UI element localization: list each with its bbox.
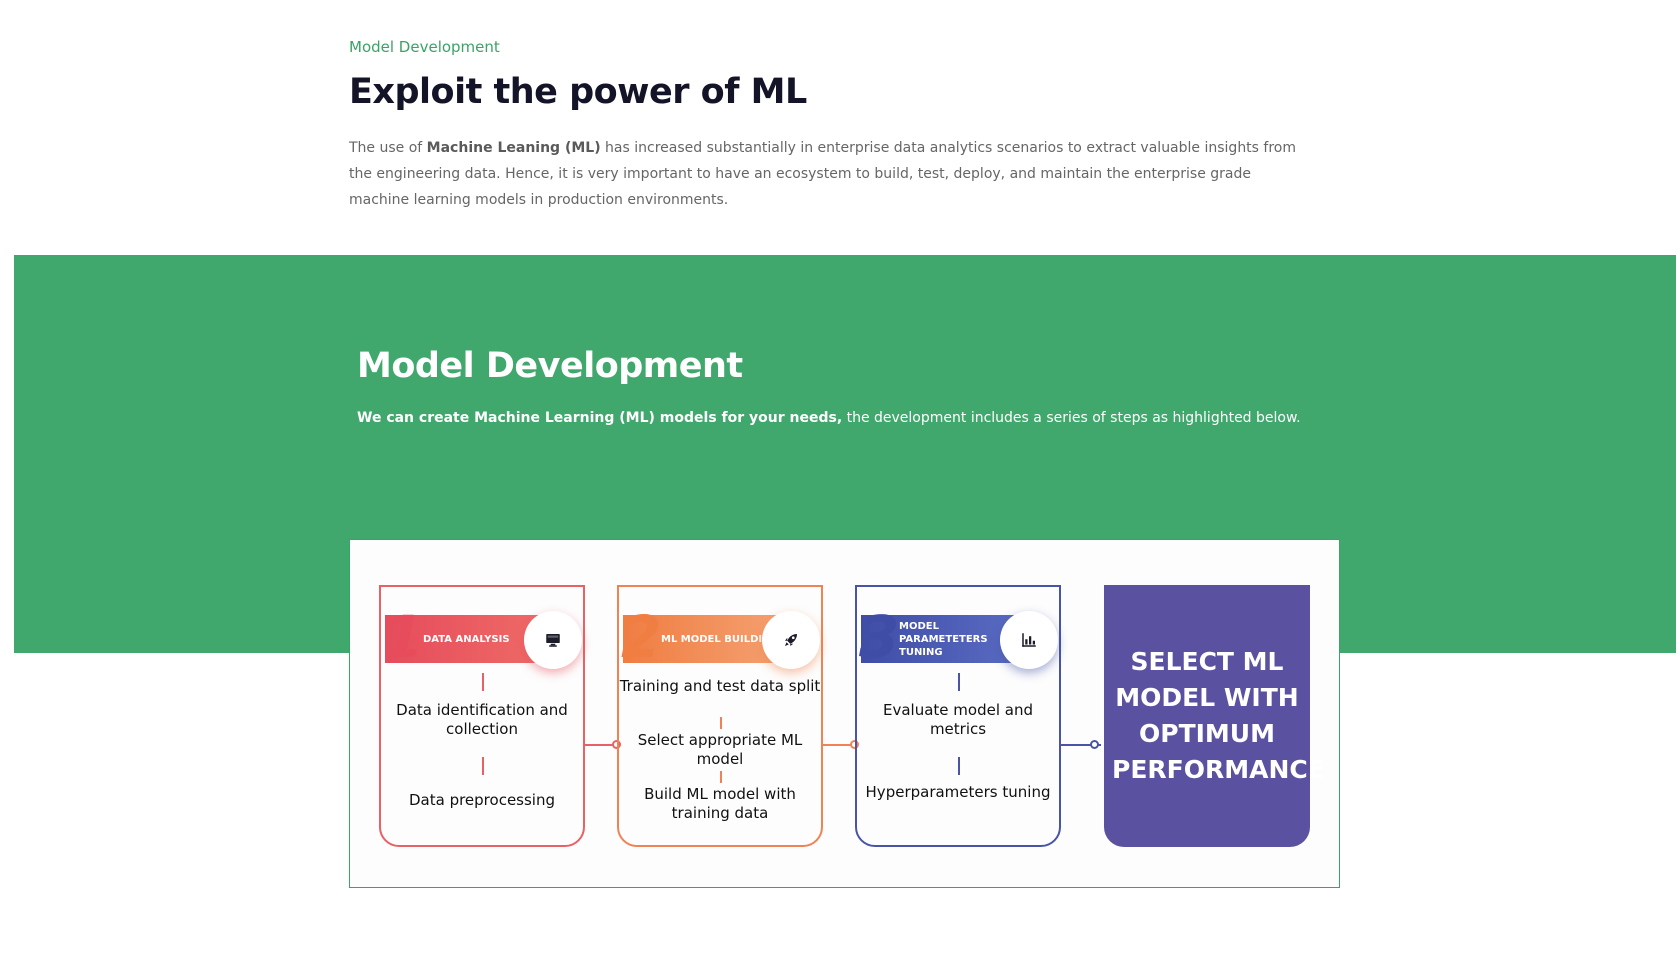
intro-prefix: The use of xyxy=(349,140,427,156)
step-connector xyxy=(585,744,617,746)
rocket-icon xyxy=(762,611,820,669)
step-ribbon: 1 DATA ANALYSIS xyxy=(383,607,543,667)
band-description-bold: We can create Machine Learning (ML) mode… xyxy=(357,410,843,426)
band-description-rest: the development includes a series of ste… xyxy=(842,410,1301,426)
step-ribbon: 3 MODEL PARAMETETERS TUNING xyxy=(859,607,1019,667)
step-item: Data identification and collection xyxy=(396,701,568,738)
step-item: Select appropriate ML model xyxy=(637,731,803,768)
connector-line xyxy=(482,673,484,691)
step-label: ML MODEL BUILDING xyxy=(661,633,779,645)
intro-rest: has increased substantially in enterpris… xyxy=(349,140,1296,208)
step-connector xyxy=(823,744,855,746)
step-label: MODEL PARAMETETERS TUNING xyxy=(899,620,988,658)
bar-chart-icon xyxy=(1000,611,1058,669)
step-item: Evaluate model and metrics xyxy=(883,701,1033,738)
connector-dot xyxy=(612,740,621,749)
step-data-analysis: 1 DATA ANALYSIS Data identification and … xyxy=(379,585,585,847)
band-title: Model Development xyxy=(357,346,743,386)
step-items: Evaluate model and metrics Hyperparamete… xyxy=(857,673,1059,843)
step-connector xyxy=(1061,744,1101,746)
connector-dot xyxy=(1090,740,1099,749)
step-ribbon: 2 ML MODEL BUILDING xyxy=(621,607,781,667)
step-number: 1 xyxy=(383,603,424,671)
step-label: DATA ANALYSIS xyxy=(423,633,510,645)
step-items: Data identification and collection Data … xyxy=(381,673,583,843)
intro-highlight: Machine Leaning (ML) xyxy=(426,140,601,156)
page-title: Exploit the power of ML xyxy=(349,72,807,112)
step-item: Build ML model with training data xyxy=(644,785,796,822)
connector-line xyxy=(482,757,484,775)
process-diagram: 1 DATA ANALYSIS Data identification and … xyxy=(349,539,1340,888)
band-description: We can create Machine Learning (ML) mode… xyxy=(357,410,1301,426)
connector-line xyxy=(720,717,722,729)
step-item: Hyperparameters tuning xyxy=(865,783,1051,801)
step-number: 3 xyxy=(859,603,900,671)
intro-paragraph: The use of Machine Leaning (ML) has incr… xyxy=(349,135,1299,213)
section-eyebrow: Model Development xyxy=(349,38,500,56)
step-item: Data preprocessing xyxy=(408,791,555,809)
step-number: 2 xyxy=(621,603,662,671)
final-step-card: SELECT ML MODEL WITH OPTIMUM PERFORMANCE xyxy=(1104,585,1325,847)
monitor-icon xyxy=(524,611,582,669)
step-parameters-tuning: 3 MODEL PARAMETETERS TUNING Evaluate mod… xyxy=(855,585,1061,847)
step-item: Training and test data split xyxy=(619,677,821,695)
connector-dot xyxy=(850,740,859,749)
final-step-text: SELECT ML MODEL WITH OPTIMUM PERFORMANCE xyxy=(1112,647,1325,784)
connector-line xyxy=(958,673,960,691)
connector-line xyxy=(958,757,960,775)
step-model-building: 2 ML MODEL BUILDING Training and test da… xyxy=(617,585,823,847)
step-items: Training and test data split Select appr… xyxy=(619,673,821,843)
connector-line xyxy=(720,771,722,783)
